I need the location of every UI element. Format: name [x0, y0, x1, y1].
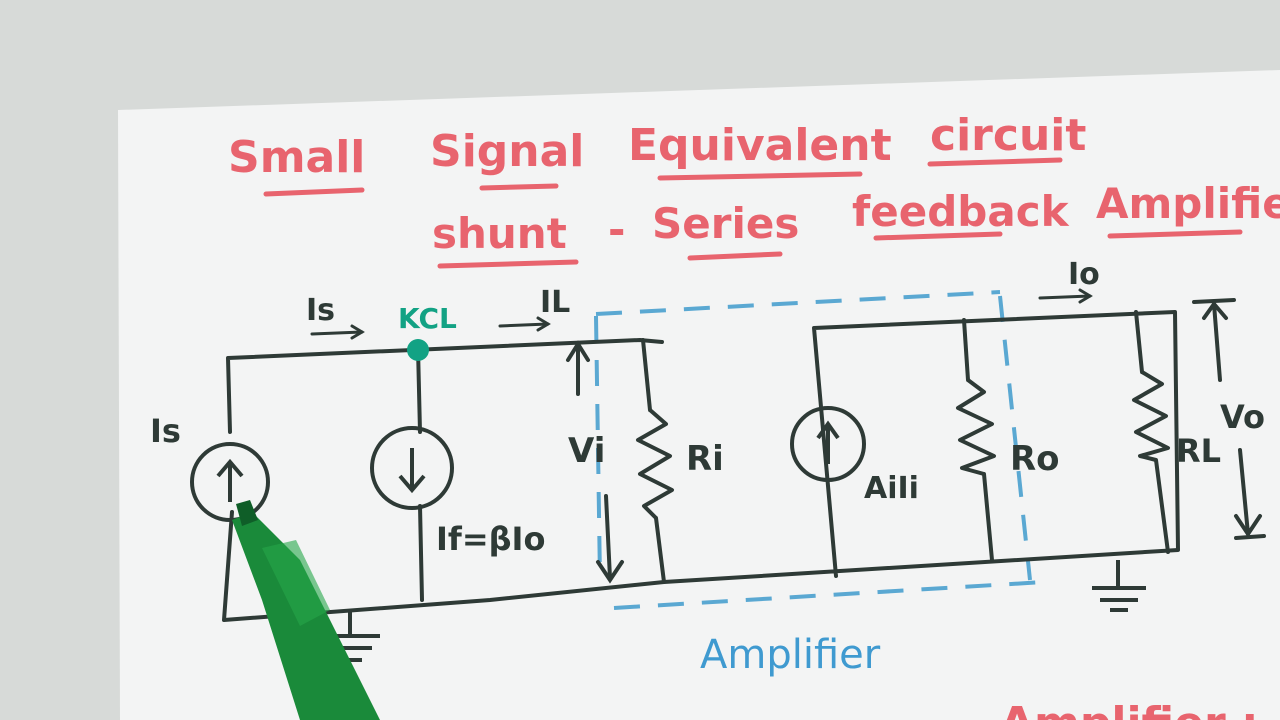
amplifier-boundary [594, 290, 1045, 610]
kcl-node [407, 339, 429, 361]
amplifier-label: Amplifier [700, 632, 881, 678]
io-label: Io [1068, 257, 1100, 292]
il-label: IL [540, 285, 570, 320]
vi-label: Vi [568, 431, 605, 471]
kcl-label: KCL [398, 302, 457, 335]
is-top-label: Is [306, 293, 335, 328]
marker-pen [232, 500, 380, 720]
title-word-amplifier: Amplifier [1096, 179, 1280, 228]
is-left-label: Is [150, 412, 181, 450]
rl-label: RL [1176, 432, 1221, 470]
title-word-feedback: feedback [852, 187, 1070, 236]
title-underlines-1 [263, 157, 1063, 197]
title-word-signal: Signal [430, 126, 584, 177]
title-line-1: Small Signal Equivalent circuit [228, 110, 1086, 183]
bottom-cut-text: Amplifier :- [1000, 698, 1277, 720]
circuit-labels: Is Is IL Io Vi Ri If=βIo AiIi Ro RL Vo [150, 257, 1265, 558]
vo-arrows [1192, 298, 1266, 540]
title-word-shunt: shunt [432, 209, 567, 258]
title-word-dash: - [608, 205, 625, 254]
current-arrows [310, 288, 1093, 340]
source-if [370, 426, 454, 510]
title-line-2: shunt - Series feedback Amplifier [432, 179, 1280, 258]
title-word-equivalent: Equivalent [628, 120, 892, 171]
title-underlines-2 [437, 229, 1243, 269]
resistor-ri [636, 408, 674, 520]
source-is [190, 442, 270, 522]
resistor-ro [956, 378, 996, 476]
source-aiii [790, 406, 866, 482]
if-equation-label: If=βIo [436, 520, 545, 558]
vo-label: Vo [1220, 398, 1265, 436]
aiii-label: AiIi [864, 471, 919, 506]
ground-right [1092, 560, 1146, 612]
title-word-small: Small [228, 132, 365, 183]
ri-label: Ri [686, 439, 724, 479]
vi-arrows [566, 340, 624, 584]
resistor-rl [1132, 370, 1170, 462]
ro-label: Ro [1010, 439, 1060, 479]
title-word-circuit: circuit [930, 110, 1086, 161]
title-word-series: Series [652, 199, 799, 248]
